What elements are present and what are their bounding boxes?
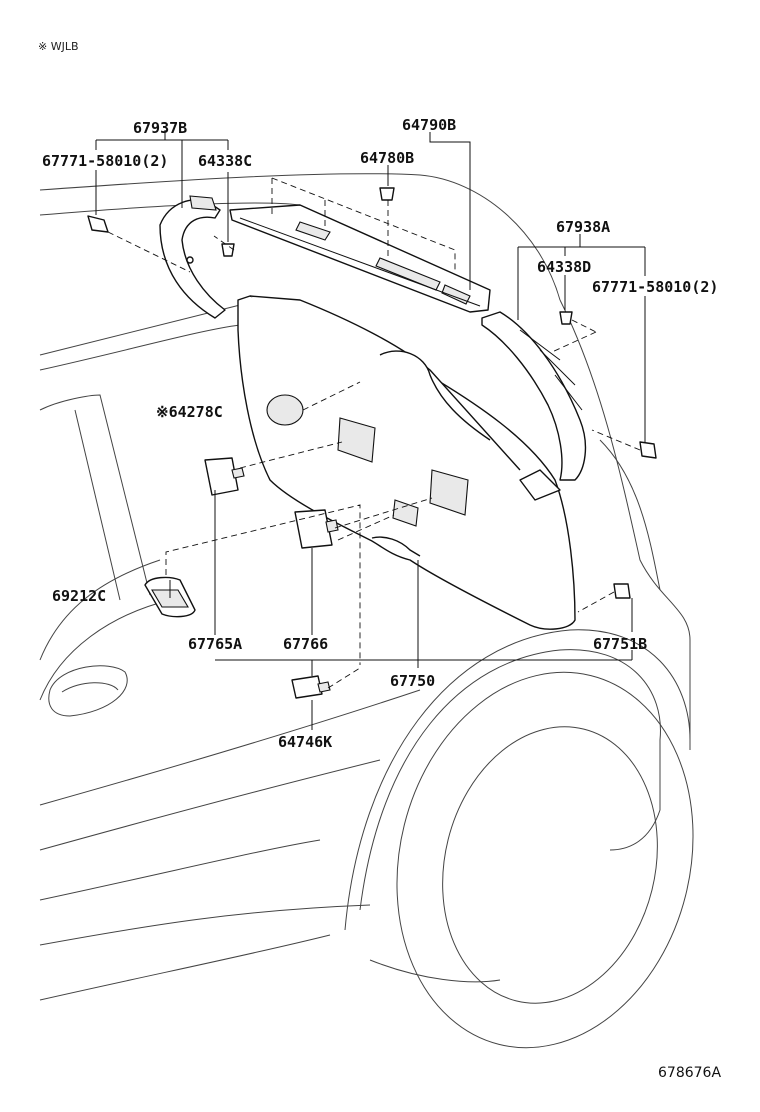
clip-67751B (613, 583, 631, 599)
variant-note: ※ WJLB (38, 40, 79, 53)
vehicle-body-outline (39, 173, 694, 1049)
label-67771-left: 67771-58010(2) (42, 152, 168, 170)
label-64338C: 64338C (198, 152, 252, 170)
dashed-assembly-lines (107, 177, 641, 689)
label-64746K: 64746K (278, 733, 332, 751)
label-69212C: 69212C (52, 587, 106, 605)
figure-number: 678676A (658, 1065, 721, 1081)
label-67937B: 67937B (133, 119, 187, 137)
label-67750: 67750 (390, 672, 435, 690)
clip-67771-right (639, 441, 657, 459)
cover-67766 (294, 509, 333, 549)
screw-64338C (221, 243, 235, 257)
upper-trim-panel-64790B (229, 204, 491, 313)
label-67751B: 67751B (593, 635, 647, 653)
screw-64338D (559, 311, 573, 325)
clip-67771-left (87, 215, 109, 233)
label-64780B: 64780B (360, 149, 414, 167)
clip-64780B (379, 187, 395, 201)
label-64790B: 64790B (402, 116, 456, 134)
label-67766: 67766 (283, 635, 328, 653)
clip-64746K (291, 675, 323, 699)
label-64338D: 64338D (537, 258, 591, 276)
label-67771-right: 67771-58010(2) (592, 278, 718, 296)
leader-lines (95, 130, 646, 730)
label-67765A: 67765A (188, 635, 242, 653)
label-67938A: 67938A (556, 218, 610, 236)
main-trim-board-67750 (237, 295, 576, 630)
right-side-trim-67938A (481, 311, 587, 481)
cover-67765A (204, 457, 239, 496)
round-plug-64278C (266, 394, 304, 426)
label-64278C: ※64278C (156, 403, 223, 421)
left-side-trim-67937B (159, 195, 226, 319)
